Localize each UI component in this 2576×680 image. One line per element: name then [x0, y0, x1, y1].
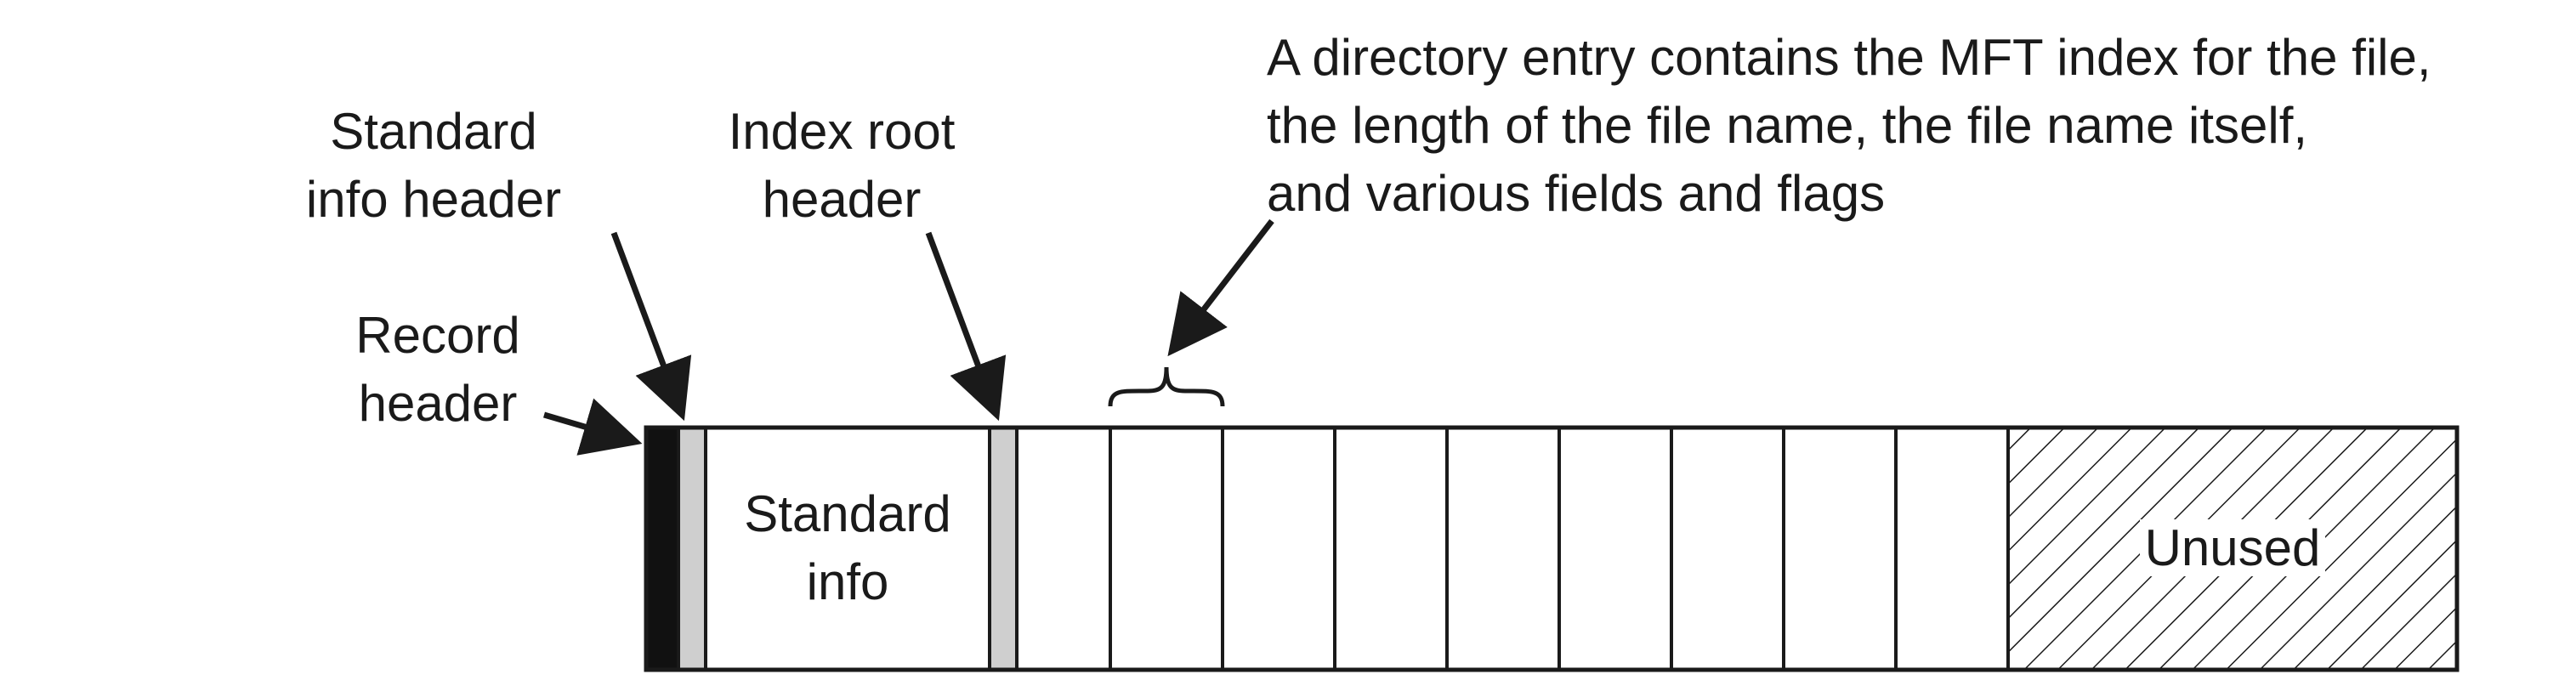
directory-entry: [1445, 426, 1561, 672]
index-root-header-label: Index root header: [706, 98, 978, 234]
record-header-label: Record header: [327, 302, 548, 438]
standard-info-header-line: Standard: [330, 103, 537, 160]
unused-text: Unused: [2139, 519, 2326, 576]
record-header-arrow: [543, 398, 643, 456]
directory-entry: [1109, 426, 1224, 672]
standard-info-header-label: Standard info header: [298, 98, 570, 234]
index-root-header-arrow: [925, 231, 1007, 422]
standard-info-header-region: [677, 426, 707, 672]
directory-entry-arrow: [1167, 218, 1274, 357]
record-header-region: [648, 428, 678, 670]
directory-entry-note-line: the length of the file name, the file na…: [1267, 97, 2308, 154]
directory-entry: [1015, 426, 1112, 672]
standard-info-header-arrow: [610, 231, 692, 422]
record-header-line: header: [358, 375, 518, 432]
standard-info-label: Standard info: [706, 480, 990, 616]
directory-entry-note-line: A directory entry contains the MFT index…: [1267, 29, 2431, 86]
directory-entry: [1670, 426, 1785, 672]
directory-entry-brace: [1108, 366, 1225, 407]
directory-entry-note: A directory entry contains the MFT index…: [1267, 24, 2431, 228]
directory-entry: [1333, 426, 1449, 672]
standard-info-line: Standard: [744, 485, 951, 542]
index-root-header-region: [988, 426, 1018, 672]
directory-entry: [1782, 426, 1898, 672]
record-header-line: Record: [355, 307, 520, 364]
record-outline: [644, 425, 2460, 672]
unused-label: Unused: [2008, 514, 2457, 582]
index-root-header-line: header: [762, 171, 922, 228]
index-root-header-line: Index root: [728, 103, 956, 160]
directory-entry: [1558, 426, 1673, 672]
directory-entry: [1894, 426, 2010, 672]
standard-info-line: info: [806, 553, 889, 610]
standard-info-header-line: info header: [305, 171, 562, 228]
directory-entry-note-line: and various fields and flags: [1267, 165, 1886, 222]
directory-entry: [1221, 426, 1336, 672]
